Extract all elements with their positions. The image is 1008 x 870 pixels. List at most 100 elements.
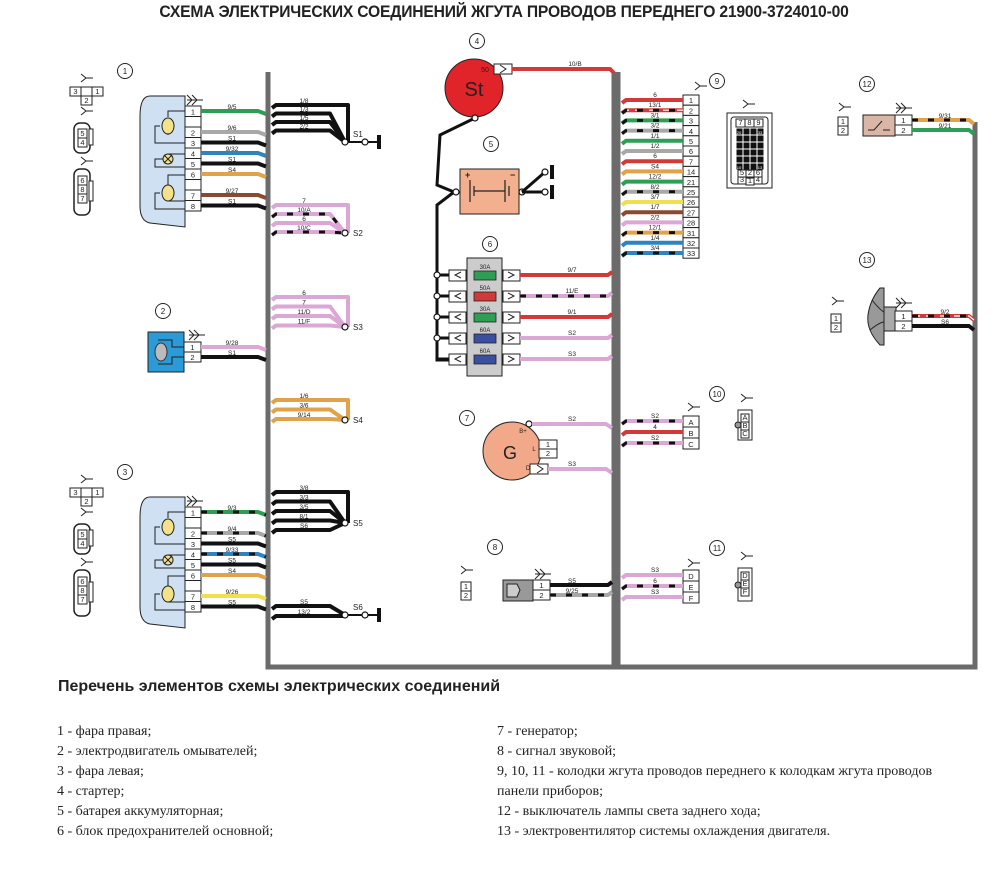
connector-key-icon bbox=[460, 565, 473, 575]
wire-dash bbox=[621, 584, 683, 591]
component-number-badge bbox=[459, 410, 475, 426]
splice-wire bbox=[270, 295, 350, 327]
wire-label: 11/D bbox=[297, 309, 311, 316]
generator-terminal-label: B+ bbox=[519, 429, 527, 435]
wire-path bbox=[620, 573, 683, 580]
component-number: 8 bbox=[493, 543, 498, 552]
wire-path bbox=[270, 499, 347, 525]
splice-wire bbox=[270, 604, 347, 617]
pin-label: E bbox=[742, 579, 747, 588]
connector9-wire bbox=[620, 138, 683, 146]
pin-label: 2 bbox=[841, 126, 845, 135]
switch-wire bbox=[912, 118, 976, 126]
connector9-wire bbox=[620, 169, 683, 176]
wire-label: 6 bbox=[653, 153, 657, 160]
pin-label: 2 bbox=[539, 591, 543, 600]
pin-cell bbox=[77, 137, 88, 148]
wire-path bbox=[270, 295, 350, 327]
pin-cell bbox=[77, 538, 88, 549]
wire-label: 9/4 bbox=[227, 526, 236, 533]
pin-cell bbox=[538, 448, 558, 459]
connector-key-icon bbox=[80, 507, 93, 517]
headlamp-wire bbox=[201, 203, 267, 211]
connector-key-icon bbox=[80, 73, 93, 83]
fuse-socket-right bbox=[502, 353, 521, 366]
connector9-wire bbox=[620, 98, 683, 105]
wire-label: S1 bbox=[228, 350, 236, 357]
pin-label: C bbox=[742, 429, 748, 438]
wire-path bbox=[532, 422, 614, 430]
component-number-badge bbox=[859, 252, 875, 268]
battery-cells-icon bbox=[469, 180, 510, 202]
pin-label: 6 bbox=[191, 171, 195, 180]
connector10-wire bbox=[620, 441, 683, 448]
legend-item: 5 - батарея аккумуляторная; bbox=[57, 804, 224, 819]
wire-path bbox=[620, 595, 683, 602]
pin-label: 7 bbox=[191, 593, 195, 602]
splice-name: S4 bbox=[353, 416, 363, 425]
wire-label: 10/A bbox=[297, 207, 311, 214]
pin-label: 2 bbox=[191, 530, 195, 539]
component-number: 7 bbox=[465, 414, 470, 423]
pin-label: 4 bbox=[191, 551, 195, 560]
wire-path bbox=[548, 467, 614, 475]
fan-wire bbox=[912, 314, 976, 322]
pin-label: 4 bbox=[689, 127, 693, 136]
pin-label: 8 bbox=[747, 118, 751, 127]
pin-label: 20 bbox=[737, 130, 742, 135]
pin-label: 5 bbox=[191, 160, 195, 169]
fuse-socket-right bbox=[502, 269, 521, 282]
splice-wire bbox=[270, 103, 350, 142]
connector-latch bbox=[88, 128, 94, 146]
fan-blade-lines bbox=[869, 299, 885, 331]
pin-cavity bbox=[735, 148, 744, 157]
connector-key-icon bbox=[694, 81, 707, 91]
socket-arrow-icon bbox=[453, 292, 462, 300]
component-number-badge bbox=[117, 464, 133, 480]
pin-cell bbox=[77, 193, 88, 204]
component-number: 13 bbox=[863, 256, 872, 265]
splice-node bbox=[433, 292, 441, 300]
wire-label: S5 bbox=[300, 599, 308, 606]
socket-arrow-icon bbox=[453, 355, 462, 363]
wire-path bbox=[270, 614, 345, 621]
component-number: 9 bbox=[715, 77, 720, 86]
legend-title: Перечень элементов схемы электрических с… bbox=[58, 678, 501, 695]
wire-label: S3 bbox=[651, 589, 659, 596]
connector-latch bbox=[88, 581, 94, 603]
component-number: 12 bbox=[863, 80, 872, 89]
fuse-rating: 60A bbox=[480, 349, 491, 355]
wire-label: 13/2 bbox=[298, 609, 311, 616]
socket-arrow-icon bbox=[507, 313, 516, 321]
pin-label: 3 bbox=[73, 488, 77, 497]
wire-path bbox=[201, 193, 267, 200]
wire-label: S1 bbox=[228, 157, 236, 164]
wire-label: 1/5 bbox=[299, 115, 308, 122]
pin-label: 1 bbox=[841, 117, 845, 126]
motor-circuit bbox=[158, 339, 184, 365]
fuse-rating: 60A bbox=[480, 328, 491, 334]
connector-key-icon bbox=[80, 557, 93, 567]
splice-wire bbox=[270, 521, 346, 535]
wire-path bbox=[520, 291, 614, 298]
pin-label: 3 bbox=[73, 87, 77, 96]
switch-icon bbox=[868, 120, 890, 131]
wire-label: 1/4 bbox=[650, 235, 659, 242]
component-number-badge bbox=[117, 63, 133, 79]
pin-cavity bbox=[749, 127, 758, 136]
pin-label: D bbox=[742, 571, 748, 580]
pin-label: 8 bbox=[80, 586, 84, 595]
connector-symbol-icon bbox=[534, 568, 551, 580]
pin-label: 5 bbox=[191, 561, 195, 570]
wire-path bbox=[270, 509, 347, 525]
splice-node bbox=[541, 188, 549, 196]
splice-wire bbox=[270, 221, 347, 235]
wire-dash bbox=[621, 441, 683, 448]
splice-node bbox=[433, 334, 441, 342]
wire-path bbox=[201, 130, 267, 137]
wire-path bbox=[201, 562, 267, 570]
pin-label: 6 bbox=[80, 577, 84, 586]
lamp-circuit bbox=[154, 575, 185, 611]
splice-node bbox=[541, 168, 549, 176]
